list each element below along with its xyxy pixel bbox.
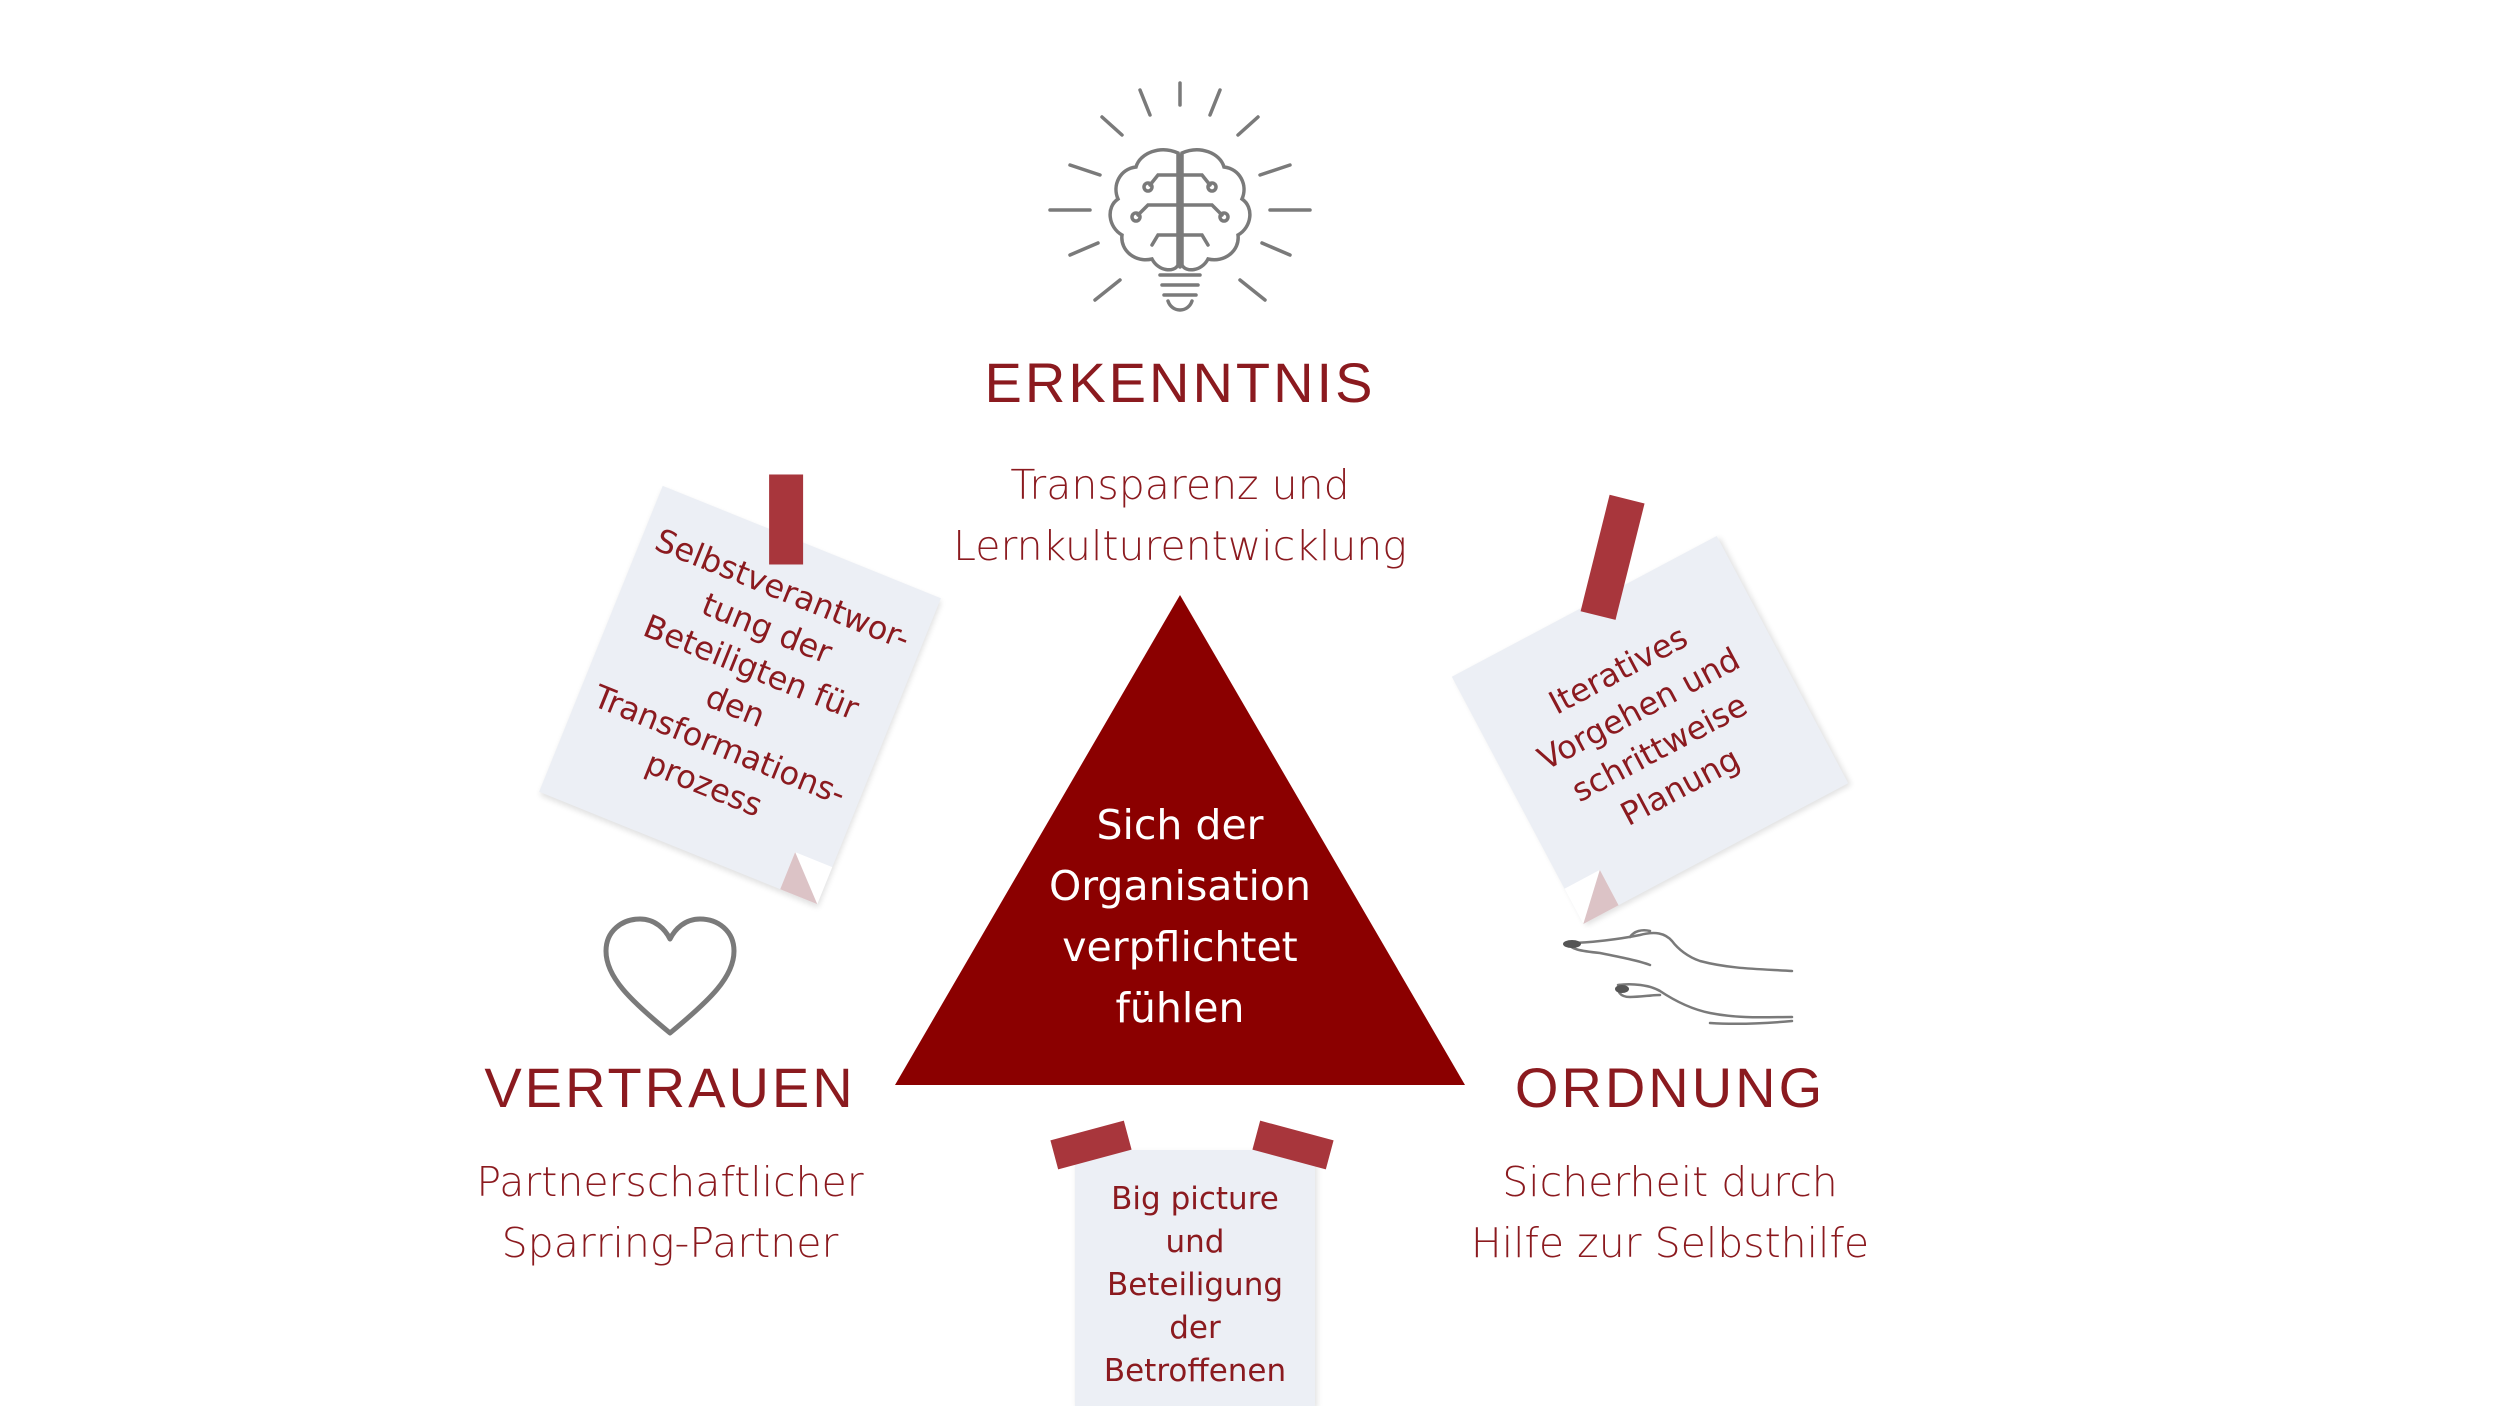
ordnung-sub-line-2: Hilfe zur Selbsthilfe — [1470, 1219, 1870, 1267]
hand-icon — [1563, 929, 1794, 1026]
note-left-tape — [769, 474, 804, 565]
center-line-4: fühlen — [1115, 984, 1245, 1032]
note-bottom-line-2: und — [1165, 1224, 1225, 1260]
heart-icon — [603, 916, 737, 1036]
note-bottom-line-5: Betroffenen — [1103, 1353, 1287, 1389]
center-line-2: Organisation — [1049, 862, 1311, 910]
vertrauen-sub-line-1: Partnerschaftlicher — [476, 1158, 864, 1206]
center-line-3: verpflichtet — [1062, 923, 1298, 971]
note-bottom-paper — [1075, 1150, 1315, 1406]
center-line-1: Sich der — [1096, 801, 1264, 849]
erkenntnis-sub-line-2: Lernkulturentwicklung — [953, 522, 1407, 570]
note-bottom-line-3: Beteiligung — [1106, 1267, 1284, 1303]
note-right: Iteratives Vorgehen und schrittweise Pla… — [1451, 494, 1849, 925]
erkenntnis-heading: ERKENNTNIS — [984, 351, 1376, 414]
ordnung-sub-line-1: Sicherheit durch — [1502, 1158, 1838, 1206]
vertrauen-subtitle: Partnerschaftlicher Sparring-Partner — [400, 1152, 940, 1274]
note-bottom-line-1: Big picture — [1111, 1181, 1279, 1217]
note-bottom: Big picture und Beteiligung der Betroffe… — [1050, 1120, 1334, 1406]
vertrauen-heading: VERTRAUEN — [484, 1056, 856, 1119]
brain-lightbulb-icon — [1048, 81, 1312, 312]
center-text: Sich der Organisation verpflichtet fühle… — [1000, 795, 1360, 1039]
erkenntnis-subtitle: Transparenz und Lernkulturentwicklung — [880, 455, 1480, 577]
center-triangle — [895, 595, 1465, 1085]
erkenntnis-sub-line-1: Transparenz und — [1010, 461, 1350, 509]
ordnung-subtitle: Sicherheit durch Hilfe zur Selbsthilfe — [1400, 1152, 1940, 1274]
vertrauen-sub-line-2: Sparring-Partner — [501, 1219, 839, 1267]
ordnung-heading: ORDNUNG — [1514, 1056, 1826, 1119]
note-bottom-text: Big picture und Beteiligung der Betroffe… — [1075, 1178, 1315, 1393]
note-bottom-line-4: der — [1169, 1310, 1221, 1346]
